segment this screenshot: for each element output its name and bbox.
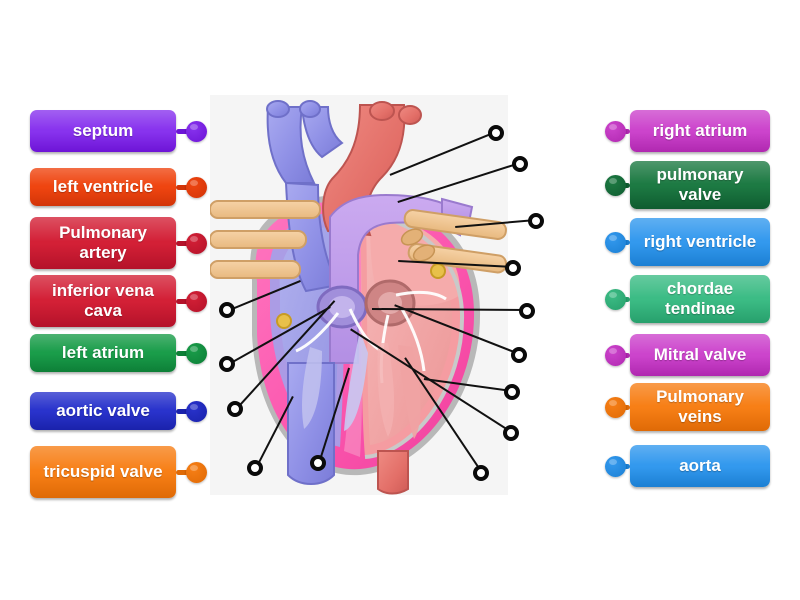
left-label-chip[interactable]: left atrium [30, 334, 176, 372]
left-label-chip[interactable]: aortic valve [30, 392, 176, 430]
left-connector-knob[interactable] [186, 176, 207, 198]
left-connector-knob[interactable] [186, 290, 207, 312]
left-label-chip[interactable]: inferior vena cava [30, 275, 176, 327]
right-connector-knob[interactable] [605, 120, 626, 142]
drop-target-marker[interactable] [473, 465, 489, 481]
left-connector-stem [176, 408, 190, 414]
left-connector-knob[interactable] [186, 461, 207, 483]
right-label-chip[interactable]: Pulmonary veins [630, 383, 770, 431]
label-text: Pulmonary veins [656, 387, 744, 426]
label-text: left ventricle [52, 177, 154, 196]
drop-target-marker[interactable] [519, 303, 535, 319]
drop-target-marker[interactable] [505, 260, 521, 276]
label-text: aorta [679, 456, 721, 475]
left-connector-stem [176, 240, 190, 246]
drop-target-marker[interactable] [247, 460, 263, 476]
drop-target-marker[interactable] [310, 455, 326, 471]
left-label-chip[interactable]: tricuspid valve [30, 446, 176, 498]
heart-diagram-panel [210, 95, 508, 495]
drop-target-marker[interactable] [504, 384, 520, 400]
drop-target-marker[interactable] [511, 347, 527, 363]
label-text: Pulmonary artery [59, 223, 147, 262]
left-label-chip[interactable]: Pulmonary artery [30, 217, 176, 269]
right-label-chip[interactable]: pulmonary valve [630, 161, 770, 209]
right-connector-knob[interactable] [605, 231, 626, 253]
left-connector-knob[interactable] [186, 120, 207, 142]
left-connector-knob[interactable] [186, 232, 207, 254]
left-connector-knob[interactable] [186, 342, 207, 364]
right-connector-knob[interactable] [605, 174, 626, 196]
left-connector-knob[interactable] [186, 400, 207, 422]
right-label-chip[interactable]: chordae tendinae [630, 275, 770, 323]
right-connector-knob[interactable] [605, 396, 626, 418]
right-label-chip[interactable]: Mitral valve [630, 334, 770, 376]
drop-target-marker[interactable] [227, 401, 243, 417]
label-text: septum [72, 121, 134, 140]
drop-target-marker[interactable] [528, 213, 544, 229]
label-text: inferior vena cava [51, 281, 155, 320]
drop-target-marker[interactable] [488, 125, 504, 141]
label-text: aortic valve [56, 401, 150, 420]
label-text: pulmonary valve [656, 165, 744, 204]
label-text: right atrium [652, 121, 748, 140]
heart-illustration [210, 100, 508, 495]
right-connector-knob[interactable] [605, 344, 626, 366]
left-connector-stem [176, 298, 190, 304]
left-label-chip[interactable]: septum [30, 110, 176, 152]
right-label-chip[interactable]: right atrium [630, 110, 770, 152]
left-connector-stem [176, 184, 190, 190]
left-connector-stem [176, 128, 190, 134]
left-connector-stem [176, 469, 190, 475]
left-label-chip[interactable]: left ventricle [30, 168, 176, 206]
right-label-chip[interactable]: right ventricle [630, 218, 770, 266]
drop-target-marker[interactable] [219, 302, 235, 318]
drop-target-marker[interactable] [503, 425, 519, 441]
right-label-chip[interactable]: aorta [630, 445, 770, 487]
right-connector-knob[interactable] [605, 288, 626, 310]
left-connector-stem [176, 350, 190, 356]
label-text: tricuspid valve [43, 462, 163, 481]
label-text: Mitral valve [653, 345, 747, 364]
drop-target-marker[interactable] [512, 156, 528, 172]
label-text: right ventricle [643, 232, 757, 251]
label-text: left atrium [61, 343, 145, 362]
label-text: chordae tendinae [665, 279, 735, 318]
drop-target-marker[interactable] [219, 356, 235, 372]
right-connector-knob[interactable] [605, 455, 626, 477]
